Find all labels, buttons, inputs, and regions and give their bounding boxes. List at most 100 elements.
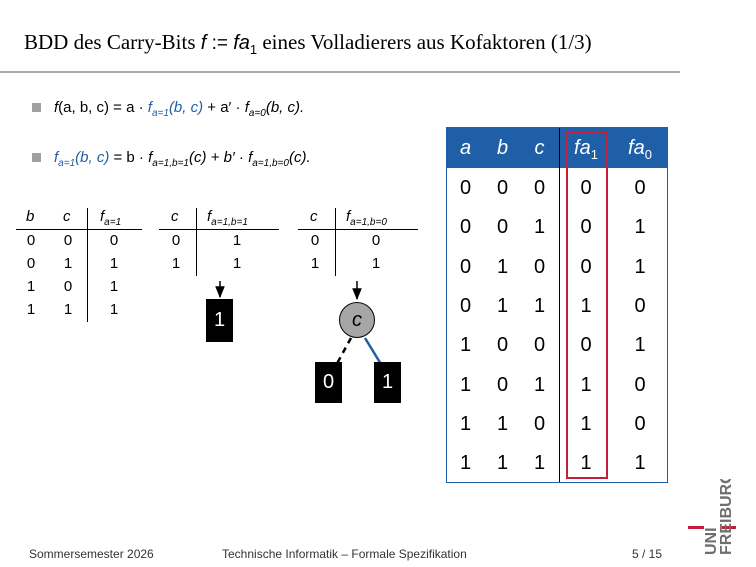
table-cell: 0 (496, 373, 509, 396)
table-cell: 1 (496, 452, 509, 475)
fa1-column-highlight (566, 131, 608, 479)
table-rule (16, 229, 142, 230)
logo-text-freiburg: FREIBURG (718, 479, 735, 555)
table-cell: 1 (459, 412, 472, 435)
table-cell: 0 (63, 278, 73, 295)
table-cell: 1 (459, 334, 472, 357)
table-cell: 0 (496, 216, 509, 239)
table-cell: 0 (634, 294, 646, 317)
title-divider (0, 71, 680, 73)
table-header: c (63, 208, 71, 225)
table-cell: 0 (310, 232, 320, 249)
table-cell: 1 (533, 216, 546, 239)
table-cell: 0 (580, 334, 592, 357)
table-header: c (171, 208, 179, 225)
footer-course: Technische Informatik – Formale Spezifik… (222, 547, 467, 561)
table-cell: 0 (533, 177, 546, 199)
table-cell: 1 (63, 255, 73, 272)
terminal-zero-leaf: 0 (315, 362, 342, 403)
table-cell: 1 (580, 373, 592, 396)
cofactor-table-a1-b0: c fa=1,b=0 0 0 1 1 (298, 208, 418, 278)
table-cell: 0 (496, 177, 509, 199)
low-edge (332, 337, 353, 370)
table-cell: 1 (459, 452, 472, 475)
table-cell: 0 (580, 255, 592, 278)
table-cell: 0 (533, 412, 546, 435)
table-header: b (26, 208, 35, 225)
table-cell: 1 (109, 255, 119, 272)
table-cell: 1 (171, 255, 181, 272)
terminal-one-leaf: 1 (374, 362, 401, 403)
table-header: fa=1,b=0 (346, 208, 387, 228)
table-cell: 1 (26, 278, 36, 295)
table-cell: 0 (580, 177, 592, 199)
table-cell: 1 (459, 373, 472, 396)
table-cell: 1 (580, 294, 592, 317)
table-cell: 1 (634, 255, 646, 278)
bdd-node-c: c (339, 302, 375, 338)
table-cell: 1 (310, 255, 320, 272)
table-rule (298, 229, 418, 230)
table-cell: 0 (459, 177, 472, 199)
table-cell: 1 (496, 412, 509, 435)
table-cell: 0 (171, 232, 181, 249)
table-cell: 0 (26, 255, 36, 272)
table-header: fa=1,b=1 (207, 208, 248, 228)
column-header: fa0 (628, 137, 652, 162)
table-cell: 0 (459, 294, 472, 317)
logo-text-uni: UNI (703, 527, 720, 555)
column-header: c (534, 137, 545, 159)
table-cell: 1 (533, 294, 546, 317)
table-cell: 1 (26, 301, 36, 318)
table-cell: 1 (371, 255, 381, 272)
table-cell: 0 (533, 255, 546, 278)
table-separator (335, 208, 336, 276)
table-cell: 0 (634, 373, 646, 396)
column-header: a (459, 137, 472, 159)
truth-table-header (447, 128, 667, 168)
footer-page-number: 5 / 15 (632, 547, 663, 561)
table-cell: 0 (634, 177, 646, 199)
table-cell: 0 (459, 255, 472, 278)
table-cell: 1 (634, 452, 646, 475)
bullet-marker (32, 103, 41, 112)
table-separator (87, 208, 88, 322)
table-cell: 0 (371, 232, 381, 249)
table-cell: 1 (496, 294, 509, 317)
table-cell: 1 (533, 373, 546, 396)
table-cell: 1 (634, 216, 646, 239)
column-header: fa1 (574, 137, 598, 162)
table-cell: 0 (63, 232, 73, 249)
table-rule (159, 229, 279, 230)
table-cell: 1 (580, 412, 592, 435)
table-cell: 1 (634, 334, 646, 357)
footer-semester: Sommersemester 2026 (29, 547, 154, 561)
table-cell: 1 (533, 452, 546, 475)
university-logo: UNI FREIBURG (688, 479, 736, 555)
table-header: fa=1 (100, 208, 122, 228)
table-cell: 0 (580, 216, 592, 239)
table-cell: 1 (232, 232, 242, 249)
column-header: b (496, 137, 509, 159)
table-separator (196, 208, 197, 276)
terminal-one-leaf: 1 (206, 299, 233, 342)
table-cell: 0 (459, 216, 472, 239)
table-cell: 0 (109, 232, 119, 249)
table-separator (559, 128, 560, 482)
table-cell: 1 (109, 278, 119, 295)
table-cell: 1 (580, 452, 592, 475)
table-cell: 0 (26, 232, 36, 249)
table-cell: 0 (634, 412, 646, 435)
table-cell: 1 (496, 255, 509, 278)
cofactor-table-a1-b1: c fa=1,b=1 0 1 1 1 (159, 208, 279, 278)
assign-symbol: := (211, 33, 228, 54)
bullet-marker (32, 153, 41, 162)
table-cell: 0 (533, 334, 546, 357)
slide-title: BDD des Carry-Bits f := fa1 eines Vollad… (24, 30, 592, 57)
table-cell: 1 (109, 301, 119, 318)
table-header: c (310, 208, 318, 225)
table-cell: 0 (496, 334, 509, 357)
truth-table: a b c fa1 fa0 0 0 0 0 0 0 0 1 0 1 0 1 0 0 1 0 1 1 1 0 1 0 0 0 1 1… (446, 127, 668, 483)
table-cell: 1 (232, 255, 242, 272)
cofactor-table-a1: b c fa=1 0 0 0 0 1 1 1 0 1 1 1 1 (16, 208, 142, 328)
